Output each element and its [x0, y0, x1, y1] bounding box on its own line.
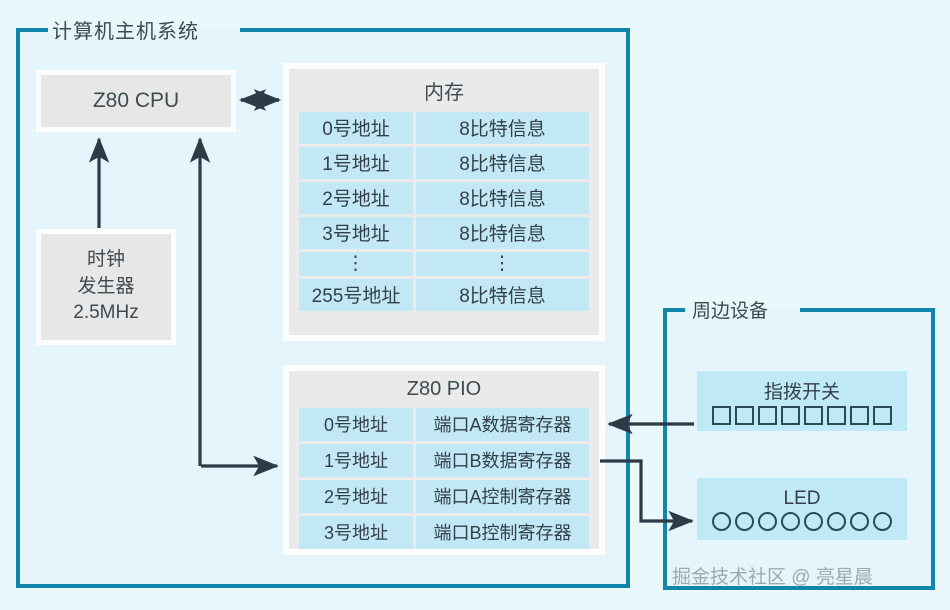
dip-switch-elements: [712, 406, 892, 425]
pio-row: 0号地址端口A数据寄存器: [299, 408, 589, 441]
dip-switch-toggle[interactable]: [712, 406, 731, 425]
peripheral-frame-top-left-segment: [663, 308, 685, 312]
pio-value-cell: 端口B数据寄存器: [416, 444, 589, 477]
memory-value-cell: ⋮: [416, 252, 589, 276]
dip-switch-toggle[interactable]: [781, 406, 800, 425]
memory-value-cell: 8比特信息: [416, 112, 589, 144]
peripheral-frame-top-right-segment: [800, 308, 935, 312]
watermark-text: 掘金技术社区 @ 亮星晨: [672, 567, 873, 588]
host-frame-top-left-segment: [16, 28, 48, 32]
memory-value-cell: 8比特信息: [416, 147, 589, 179]
dip-switch-toggle[interactable]: [804, 406, 823, 425]
pio-row: 3号地址端口B控制寄存器: [299, 516, 589, 549]
led-title: LED: [783, 487, 821, 509]
dip-switch-toggle[interactable]: [758, 406, 777, 425]
memory-value-cell: 8比特信息: [416, 217, 589, 249]
pio-address-cell: 1号地址: [299, 444, 413, 477]
pio-address-cell: 2号地址: [299, 480, 413, 513]
pio-address-cell: 3号地址: [299, 516, 413, 549]
memory-address-cell: 0号地址: [299, 112, 413, 144]
pio-row: 1号地址端口B数据寄存器: [299, 444, 589, 477]
led-indicator: [827, 511, 846, 531]
led-indicator: [873, 511, 892, 531]
cpu-box: Z80 CPU: [36, 70, 236, 132]
clock-label-line2: 发生器: [77, 275, 135, 297]
led-elements: [712, 511, 892, 531]
led-indicator: [712, 511, 731, 531]
led-indicator: [758, 511, 777, 531]
host-system-title: 计算机主机系统: [52, 21, 199, 43]
led-indicator: [850, 511, 869, 531]
clock-generator-box: 时钟 发生器 2.5MHz: [36, 229, 176, 345]
dip-switch-toggle[interactable]: [827, 406, 846, 425]
memory-address-cell: 2号地址: [299, 182, 413, 214]
memory-value-cell: 8比特信息: [416, 182, 589, 214]
led-box: LED: [697, 478, 907, 540]
dip-switch-toggle[interactable]: [850, 406, 869, 425]
pio-address-cell: 0号地址: [299, 408, 413, 441]
memory-address-cell: 1号地址: [299, 147, 413, 179]
pio-value-cell: 端口B控制寄存器: [416, 516, 589, 549]
clock-frequency: 2.5MHz: [73, 302, 139, 324]
cpu-label: Z80 CPU: [92, 89, 180, 112]
pio-row: 2号地址端口A控制寄存器: [299, 480, 589, 513]
host-frame-top-right-segment: [240, 28, 630, 32]
pio-value-cell: 端口A数据寄存器: [416, 408, 589, 441]
dip-switch-box: 指拨开关: [697, 371, 907, 431]
memory-value-cell: 8比特信息: [416, 279, 589, 311]
memory-title: 内存: [424, 82, 464, 104]
memory-address-cell: ⋮: [299, 252, 413, 276]
dip-switch-toggle[interactable]: [873, 406, 892, 425]
led-indicator: [735, 511, 754, 531]
led-indicator: [781, 511, 800, 531]
memory-row: ⋮⋮: [299, 252, 589, 276]
memory-address-cell: 255号地址: [299, 279, 413, 311]
memory-address-cell: 3号地址: [299, 217, 413, 249]
pio-value-cell: 端口A控制寄存器: [416, 480, 589, 513]
peripheral-group-frame: [663, 308, 935, 590]
dip-switch-title: 指拨开关: [763, 382, 840, 403]
peripheral-group-title: 周边设备: [692, 301, 769, 322]
led-indicator: [804, 511, 823, 531]
dip-switch-toggle[interactable]: [735, 406, 754, 425]
pio-title: Z80 PIO: [406, 378, 482, 400]
clock-label-line1: 时钟: [86, 248, 125, 270]
